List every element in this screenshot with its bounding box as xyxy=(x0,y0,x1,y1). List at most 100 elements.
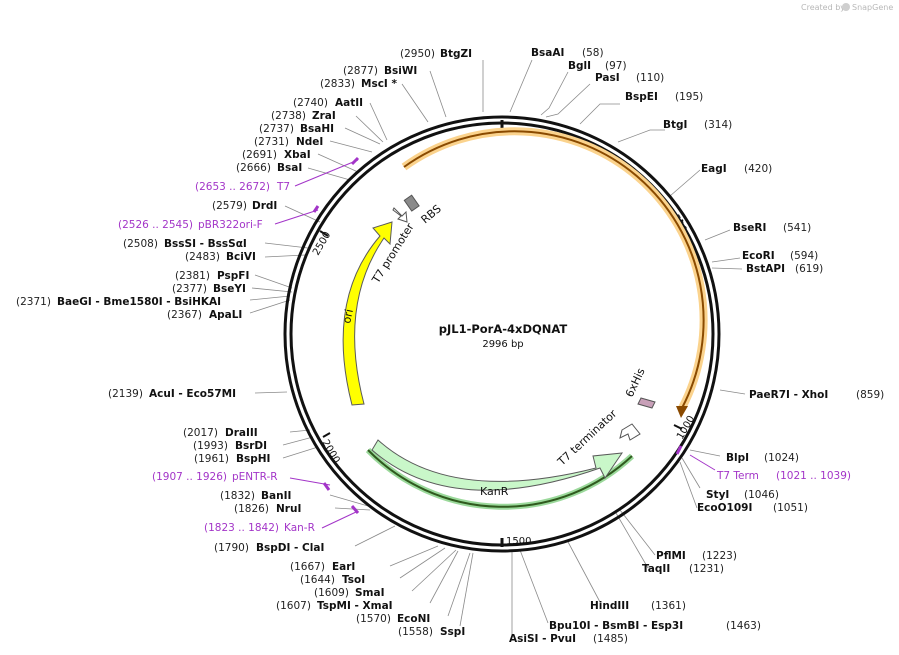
site-name-xbai[interactable]: XbaI xyxy=(284,149,311,161)
leader-hindiii xyxy=(566,539,601,603)
site-name-bcivi[interactable]: BciVI xyxy=(226,251,256,263)
site-name-xhoi[interactable]: PaeR7I - XhoI xyxy=(749,389,828,401)
site-pos-apali: (2367) xyxy=(167,309,202,321)
site-name-draiii[interactable]: DraIII xyxy=(225,427,258,439)
site-pos-ecoo109i: (1051) xyxy=(773,502,808,514)
leader-styi xyxy=(681,457,701,489)
site-pos-btgzi: (2950) xyxy=(400,48,435,60)
site-name-bseyi[interactable]: BseYI xyxy=(213,283,246,295)
snapgene-logo-icon xyxy=(842,3,850,11)
site-name-zrai[interactable]: ZraI xyxy=(312,110,336,122)
site-name-eari[interactable]: EarI xyxy=(332,561,355,573)
site-pos-acui: (2139) xyxy=(108,388,143,400)
site-pos-bspei: (195) xyxy=(675,91,703,103)
site-name-acui[interactable]: AcuI - Eco57MI xyxy=(149,388,236,400)
leader-pasi xyxy=(545,83,591,118)
site-name-bgli[interactable]: BglI xyxy=(568,60,591,72)
site-name-bseri[interactable]: BseRI xyxy=(733,222,766,234)
feat-name-t7[interactable]: T7 xyxy=(276,181,290,193)
site-pos-tsoi: (1644) xyxy=(300,574,335,586)
leader-zrai xyxy=(355,115,384,143)
leader-ndei xyxy=(329,140,373,153)
site-name-baegi[interactable]: BaeGI - Bme1580I - BsiHKAI xyxy=(57,296,221,308)
site-name-bsiwi[interactable]: BsiWI xyxy=(384,65,417,77)
site-name-btgi[interactable]: BtgI xyxy=(663,119,687,131)
feat-name-pbr322ori-f[interactable]: pBR322ori-F xyxy=(198,219,263,231)
site-name-ndei[interactable]: NdeI xyxy=(296,136,323,148)
site-name-pasi[interactable]: PasI xyxy=(595,72,620,84)
site-name-apali[interactable]: ApaLI xyxy=(209,309,242,321)
leader-smai xyxy=(411,549,457,592)
site-name-bsaai[interactable]: BsaAI xyxy=(531,47,564,59)
t7-terminator-icon xyxy=(619,423,641,441)
leader-ecori xyxy=(711,257,741,263)
site-name-sspi[interactable]: SspI xyxy=(440,626,465,638)
site-name-eagi[interactable]: EagI xyxy=(701,163,727,175)
site-name-econi[interactable]: EcoNI xyxy=(397,613,430,625)
6xhis-label: 6xHis xyxy=(623,366,648,399)
site-name-banii[interactable]: BanII xyxy=(261,490,291,502)
rbs-feature-box xyxy=(403,194,420,212)
site-name-bsphi[interactable]: BspHI xyxy=(236,453,270,465)
site-pos-bsahi: (2737) xyxy=(259,123,294,135)
site-pos-bsiwi: (2877) xyxy=(343,65,378,77)
site-name-clai[interactable]: BspDI - ClaI xyxy=(256,542,324,554)
site-pos-msci: (2833) xyxy=(320,78,355,90)
site-name-bstapi[interactable]: BstAPI xyxy=(746,263,785,275)
site-name-bspei[interactable]: BspEI xyxy=(625,91,658,103)
kanr-feature-arrow xyxy=(371,439,624,491)
site-name-styi[interactable]: StyI xyxy=(706,489,729,501)
site-name-pspfi[interactable]: PspFI xyxy=(217,270,249,282)
rbs-label: RBS xyxy=(419,202,444,226)
site-pos-xbai: (2691) xyxy=(242,149,277,161)
site-name-ecoo109i[interactable]: EcoO109I xyxy=(697,502,752,514)
site-name-blpi[interactable]: BlpI xyxy=(726,452,749,464)
pbr322ori-f-mark xyxy=(312,205,320,213)
site-name-bsrdi[interactable]: BsrDI xyxy=(235,440,267,452)
site-name-drdi[interactable]: DrdI xyxy=(252,200,277,212)
leader-taqii xyxy=(615,512,649,569)
site-name-aatii[interactable]: AatII xyxy=(335,97,363,109)
leader-bseyi xyxy=(251,287,293,293)
leader-blpi xyxy=(689,449,721,457)
kan-r-mark xyxy=(350,505,360,514)
site-name-tsoi[interactable]: TsoI xyxy=(342,574,365,586)
leader-econi xyxy=(447,552,471,617)
site-name-pflmi[interactable]: PflMI xyxy=(656,550,686,562)
site-pos-bsai: (2666) xyxy=(236,162,271,174)
backbone-outer-strand xyxy=(283,115,721,553)
site-name-taqii[interactable]: TaqII xyxy=(642,563,670,575)
site-name-hindiii[interactable]: HindIII xyxy=(590,600,629,612)
leader-pbr322ori-f xyxy=(274,209,319,225)
site-pos-bcivi: (2483) xyxy=(185,251,220,263)
site-name-nrui[interactable]: NruI xyxy=(276,503,301,515)
credit-app-name: SnapGene xyxy=(852,3,893,12)
feat-name-t7term[interactable]: T7 Term xyxy=(716,470,759,482)
primer-site-marks xyxy=(312,156,683,514)
feat-name-pentr-r[interactable]: pENTR-R xyxy=(232,471,278,483)
site-pos-baegi: (2371) xyxy=(16,296,51,308)
site-name-btgzi[interactable]: BtgZI xyxy=(440,48,472,60)
site-name-bsahi[interactable]: BsaHI xyxy=(300,123,334,135)
site-name-ecori[interactable]: EcoRI xyxy=(742,250,775,262)
site-name-bsssi[interactable]: BssSI - BssSαI xyxy=(164,238,247,250)
tick-mark-2000 xyxy=(322,432,331,438)
site-name-msci[interactable]: MscI * xyxy=(361,78,397,90)
site-name-smai[interactable]: SmaI xyxy=(355,587,385,599)
6xhis-feature xyxy=(637,397,656,409)
site-name-asisi[interactable]: AsiSI - PvuI xyxy=(509,633,576,645)
feat-name-kan-r[interactable]: Kan-R xyxy=(284,522,315,534)
credit-prefix: Created by xyxy=(801,3,845,12)
site-pos-zrai: (2738) xyxy=(271,110,306,122)
tick-label-2000: 2000 xyxy=(319,438,341,466)
site-name-bpu10i[interactable]: Bpu10I - BsmBI - Esp3I xyxy=(549,620,683,632)
site-pos-taqii: (1231) xyxy=(689,563,724,575)
site-name-bsai[interactable]: BsaI xyxy=(277,162,302,174)
leader-bsaai xyxy=(509,59,533,113)
site-name-tspmi[interactable]: TspMI - XmaI xyxy=(317,600,393,612)
site-pos-clai: (1790) xyxy=(214,542,249,554)
site-pos-nrui: (1826) xyxy=(234,503,269,515)
site-pos-bstapi: (619) xyxy=(795,263,823,275)
ori-feature-arrow xyxy=(342,221,393,406)
